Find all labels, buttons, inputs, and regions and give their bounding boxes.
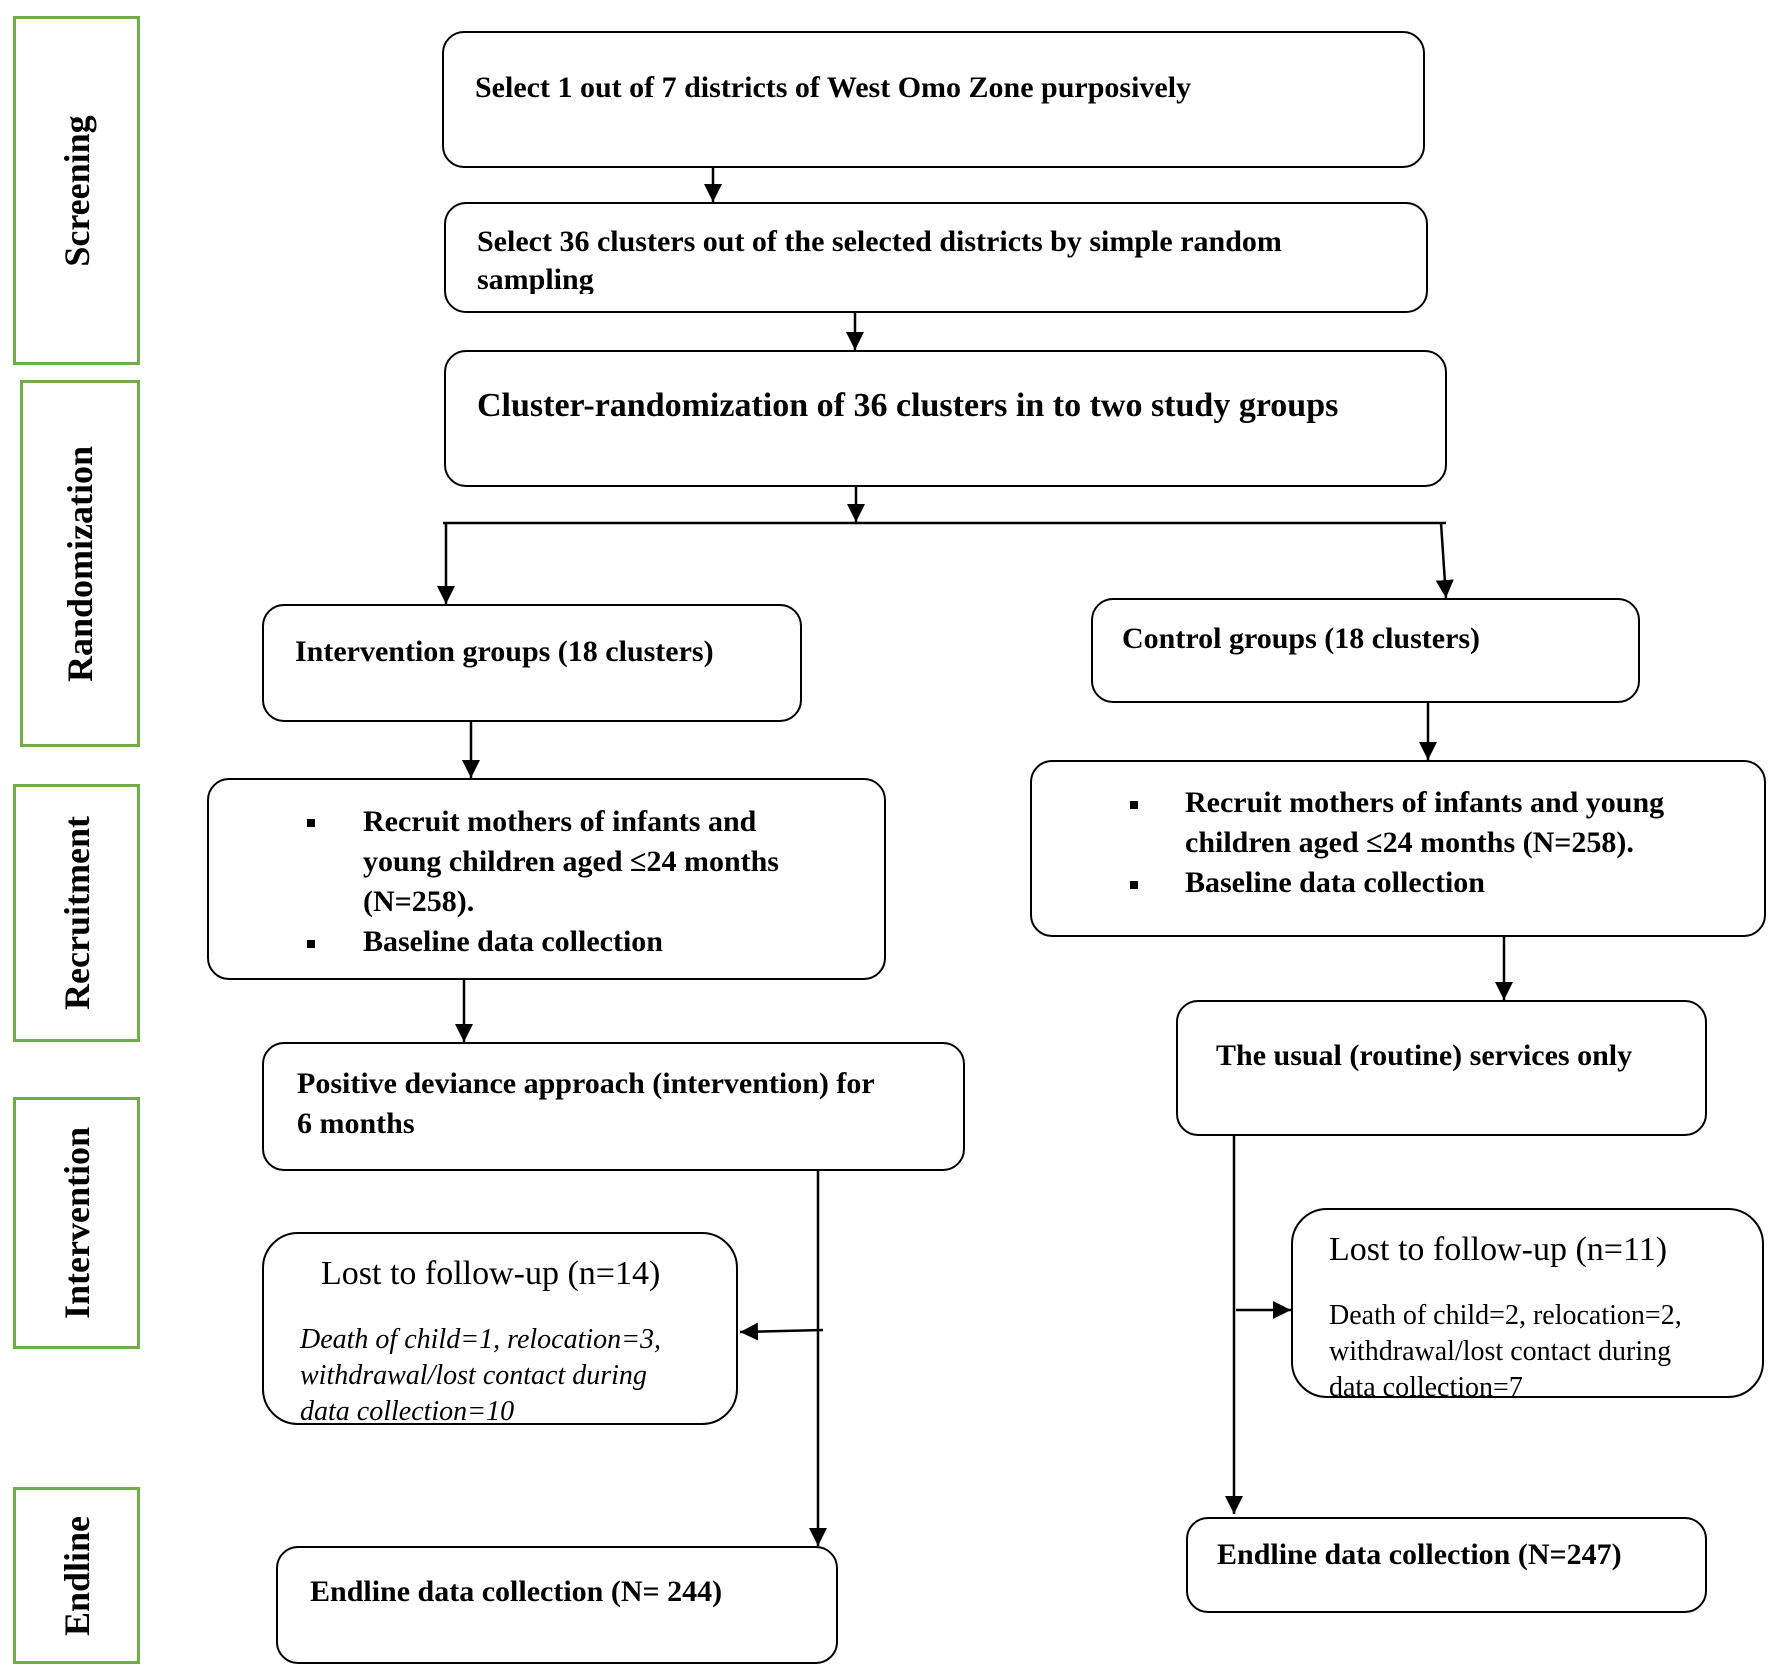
intervention-lost-line1: Death of child=1, relocation=3, [300,1324,662,1355]
select-clusters-text-line2: sampling [477,263,594,296]
control-endline-text: Endline data collection (N=247) [1217,1538,1622,1571]
control-lost-line2: withdrawal/lost contact during [1329,1336,1672,1367]
intervention-approach-line1: Positive deviance approach (intervention… [297,1067,875,1100]
intervention-group-box: Intervention groups (18 clusters) [262,604,802,722]
intervention-lost-line2: withdrawal/lost contact during [300,1360,647,1391]
control-recruit-line2: children aged ≤24 months (N=258). [1185,826,1634,859]
select-clusters-box: Select 36 clusters out of the selected d… [444,202,1428,313]
phase-recruitment: Recruitment [13,784,140,1042]
intervention-approach-line2: 6 months [297,1107,415,1140]
bullet-icon [307,819,315,827]
phase-intervention: Intervention [13,1097,140,1349]
randomization-box: Cluster-randomization of 36 clusters in … [444,350,1447,487]
control-recruit-line1: Recruit mothers of infants and young [1185,786,1665,819]
clip-mask [448,294,1424,311]
control-recruit-box: Recruit mothers of infants and young chi… [1030,760,1766,937]
bullet-icon [1130,881,1138,889]
phase-randomization: Randomization [20,380,140,747]
control-lost-title: Lost to follow-up (n=11) [1329,1231,1668,1268]
phase-endline: Endline [13,1487,140,1664]
arrow-to-lost-intervention [739,1322,824,1341]
select-district-box: Select 1 out of 7 districts of West Omo … [442,31,1425,168]
control-group-text: Control groups (18 clusters) [1122,622,1481,655]
intervention-group-text: Intervention groups (18 clusters) [295,635,714,668]
intervention-endline-box: Endline data collection (N= 244) [276,1546,838,1664]
intervention-lost-line3: data collection=10 [300,1396,515,1427]
select-clusters-text-line1: Select 36 clusters out of the selected d… [477,225,1282,258]
phase-screening: Screening [13,16,140,365]
select-district-text: Select 1 out of 7 districts of West Omo … [475,71,1192,104]
intervention-baseline-text: Baseline data collection [363,925,663,958]
control-routine-text: The usual (routine) services only [1216,1039,1633,1072]
control-routine-box: The usual (routine) services only [1176,1000,1707,1136]
control-endline-box: Endline data collection (N=247) [1186,1517,1707,1613]
intervention-lost-title: Lost to follow-up (n=14) [321,1255,661,1292]
control-lost-line1: Death of child=2, relocation=2, [1329,1300,1682,1331]
intervention-lost-box: Lost to follow-up (n=14) Death of child=… [262,1232,738,1427]
control-lost-box: Lost to follow-up (n=11) Death of child=… [1291,1208,1764,1403]
intervention-approach-box: Positive deviance approach (intervention… [262,1042,965,1171]
bullet-icon [307,940,315,948]
intervention-recruit-line2: young children aged ≤24 months [363,845,779,878]
intervention-endline-text: Endline data collection (N= 244) [310,1575,723,1608]
arrow-split-to-control [1435,522,1454,599]
control-lost-line3: data collection=7 [1329,1372,1523,1403]
control-baseline-text: Baseline data collection [1185,866,1485,899]
randomization-text: Cluster-randomization of 36 clusters in … [477,387,1339,424]
control-group-box: Control groups (18 clusters) [1091,598,1640,703]
bullet-icon [1130,801,1138,809]
intervention-recruit-line1: Recruit mothers of infants and [363,805,757,838]
intervention-recruit-line3: (N=258). [363,885,475,918]
intervention-recruit-box: Recruit mothers of infants and young chi… [207,778,886,980]
